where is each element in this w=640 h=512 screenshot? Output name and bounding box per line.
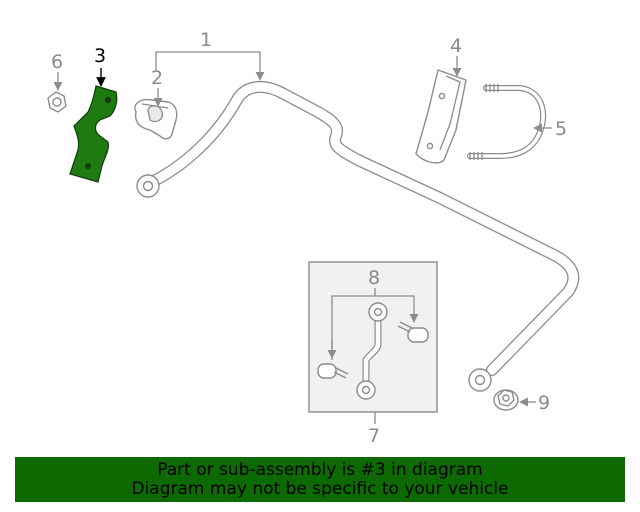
callout-7-label: 7 (368, 425, 380, 447)
u-bolt[interactable] (467, 84, 547, 160)
link-bolt-upper[interactable] (397, 321, 429, 343)
callout-2: 2 (151, 67, 163, 107)
callout-4: 4 (450, 35, 462, 77)
banner-line-2: Diagram may not be specific to your vehi… (131, 478, 509, 499)
callout-9-label: 9 (538, 392, 550, 414)
callout-3-label: 3 (94, 45, 106, 67)
info-banner: Part or sub-assembly is #3 in diagram Di… (15, 457, 625, 502)
bushing[interactable] (134, 98, 178, 140)
link-kit-box[interactable] (308, 261, 438, 413)
callout-1: 1 (155, 29, 265, 81)
callout-8: 8 (327, 267, 419, 360)
callout-1-label: 1 (200, 29, 212, 51)
callout-4-label: 4 (450, 35, 462, 57)
callout-7: 7 (368, 412, 380, 447)
link-bolt-lower[interactable] (317, 363, 349, 379)
stabilizer-bracket[interactable] (69, 85, 118, 183)
callout-8-label: 8 (368, 267, 380, 289)
nut[interactable] (47, 91, 67, 113)
stabilizer-link[interactable] (356, 302, 388, 400)
callout-5: 5 (533, 118, 567, 140)
callout-5-label: 5 (555, 118, 567, 140)
callout-6: 6 (51, 51, 63, 91)
stabilizer-bar[interactable] (136, 81, 580, 392)
callout-9: 9 (519, 392, 550, 414)
flange-nut[interactable] (493, 389, 519, 411)
callout-2-label: 2 (151, 67, 163, 89)
callout-3: 3 (94, 45, 106, 87)
callout-6-label: 6 (51, 51, 63, 73)
mounting-bracket[interactable] (415, 69, 467, 164)
banner-line-1: Part or sub-assembly is #3 in diagram (157, 459, 483, 480)
